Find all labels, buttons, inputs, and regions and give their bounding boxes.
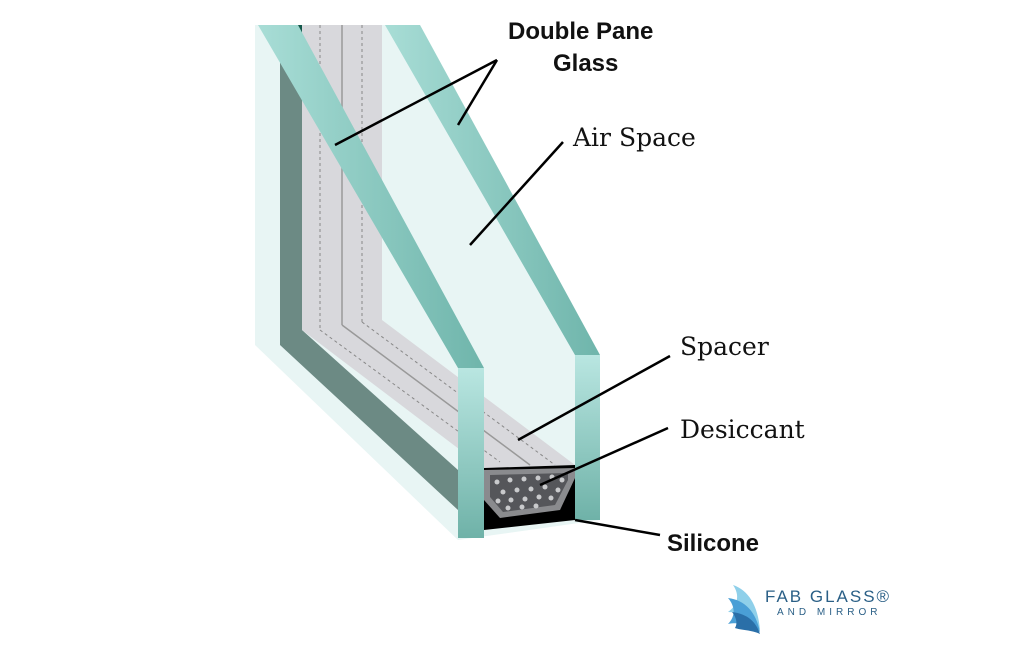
desiccant-core bbox=[490, 473, 568, 512]
label-spacer: Spacer bbox=[680, 332, 769, 361]
front-glass-edge-left bbox=[258, 25, 484, 368]
fab-glass-logo-icon bbox=[728, 585, 760, 634]
logo-tagline: AND MIRROR bbox=[777, 607, 882, 618]
glass-cut-right bbox=[575, 355, 600, 520]
label-double-pane: Double Pane bbox=[508, 18, 654, 45]
front-glass-edge-right bbox=[385, 25, 600, 355]
spacer-strip bbox=[302, 25, 575, 468]
label-desiccant: Desiccant bbox=[680, 415, 805, 444]
label-air-space: Air Space bbox=[573, 123, 696, 152]
spacer-edge bbox=[341, 324, 531, 466]
label-silicone: Silicone bbox=[667, 530, 760, 557]
glass-cut-left bbox=[458, 368, 484, 538]
leader-lines bbox=[334, 58, 671, 537]
logo-name: FAB GLASS® bbox=[765, 587, 892, 606]
label-glass: Glass bbox=[553, 50, 619, 77]
